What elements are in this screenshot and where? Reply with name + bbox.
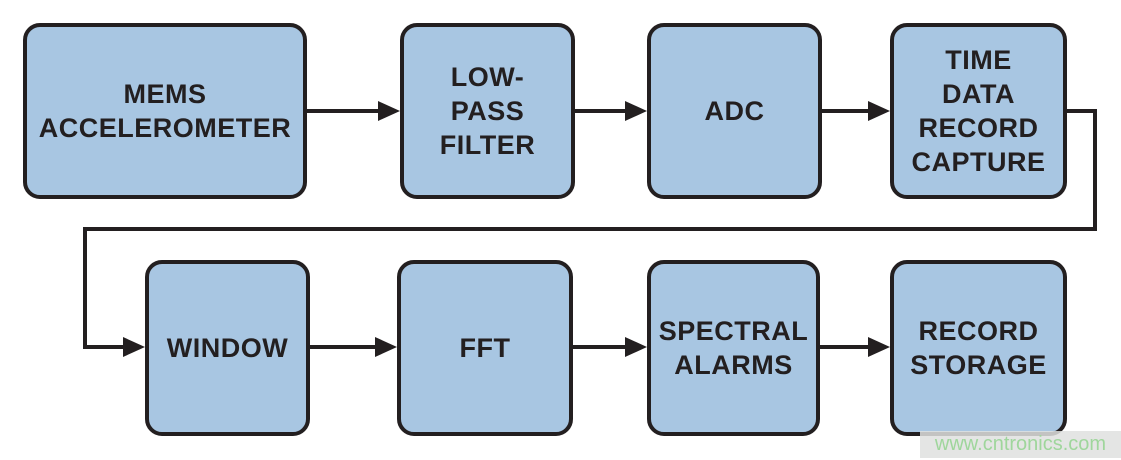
- feedback-line-vertical-left: [83, 227, 87, 349]
- arrow-shaft: [820, 345, 870, 349]
- block-lowpass-filter: LOW- PASS FILTER: [400, 23, 575, 199]
- arrow-shaft: [85, 345, 125, 349]
- block-adc: ADC: [647, 23, 822, 199]
- arrow-adc-to-time-capture: [822, 101, 890, 121]
- block-label-mems-accelerometer: MEMS ACCELEROMETER: [38, 79, 292, 143]
- arrow-spectral-alarms-to-record-storage: [820, 337, 890, 357]
- arrowhead-icon: [868, 337, 890, 357]
- feedback-line-horizontal: [83, 227, 1097, 231]
- block-label-record-storage: RECORD STORAGE: [910, 316, 1047, 380]
- block-label-fft: FFT: [459, 333, 511, 363]
- block-label-time-data-record-capture: TIME DATA RECORD CAPTURE: [911, 45, 1046, 177]
- block-spectral-alarms: SPECTRAL ALARMS: [647, 260, 820, 436]
- block-label-spectral-alarms: SPECTRAL ALARMS: [658, 316, 809, 380]
- block-mems-accelerometer: MEMS ACCELEROMETER: [23, 23, 307, 199]
- arrowhead-icon: [375, 337, 397, 357]
- arrow-shaft: [573, 345, 627, 349]
- arrowhead-icon: [625, 337, 647, 357]
- block-record-storage: RECORD STORAGE: [890, 260, 1067, 436]
- watermark-text: www.cntronics.com: [934, 433, 1107, 455]
- arrow-mems-to-lowpass: [307, 101, 400, 121]
- block-window: WINDOW: [145, 260, 310, 436]
- arrowhead-icon: [625, 101, 647, 121]
- arrowhead-icon: [868, 101, 890, 121]
- block-label-window: WINDOW: [166, 333, 289, 363]
- block-label-adc: ADC: [704, 96, 765, 126]
- arrow-shaft: [822, 109, 870, 113]
- block-label-lowpass-filter: LOW- PASS FILTER: [439, 62, 536, 160]
- arrow-shaft: [575, 109, 627, 113]
- arrow-time-capture-to-window: [85, 337, 145, 357]
- feedback-line-vertical-right: [1093, 109, 1097, 231]
- block-time-data-record-capture: TIME DATA RECORD CAPTURE: [890, 23, 1067, 199]
- arrow-shaft: [310, 345, 377, 349]
- arrow-fft-to-spectral-alarms: [573, 337, 647, 357]
- block-fft: FFT: [397, 260, 573, 436]
- arrowhead-icon: [123, 337, 145, 357]
- arrow-window-to-fft: [310, 337, 397, 357]
- arrow-shaft: [307, 109, 380, 113]
- watermark: www.cntronics.com: [920, 431, 1121, 458]
- arrowhead-icon: [378, 101, 400, 121]
- arrow-lowpass-to-adc: [575, 101, 647, 121]
- feedback-line-stub-right: [1067, 109, 1097, 113]
